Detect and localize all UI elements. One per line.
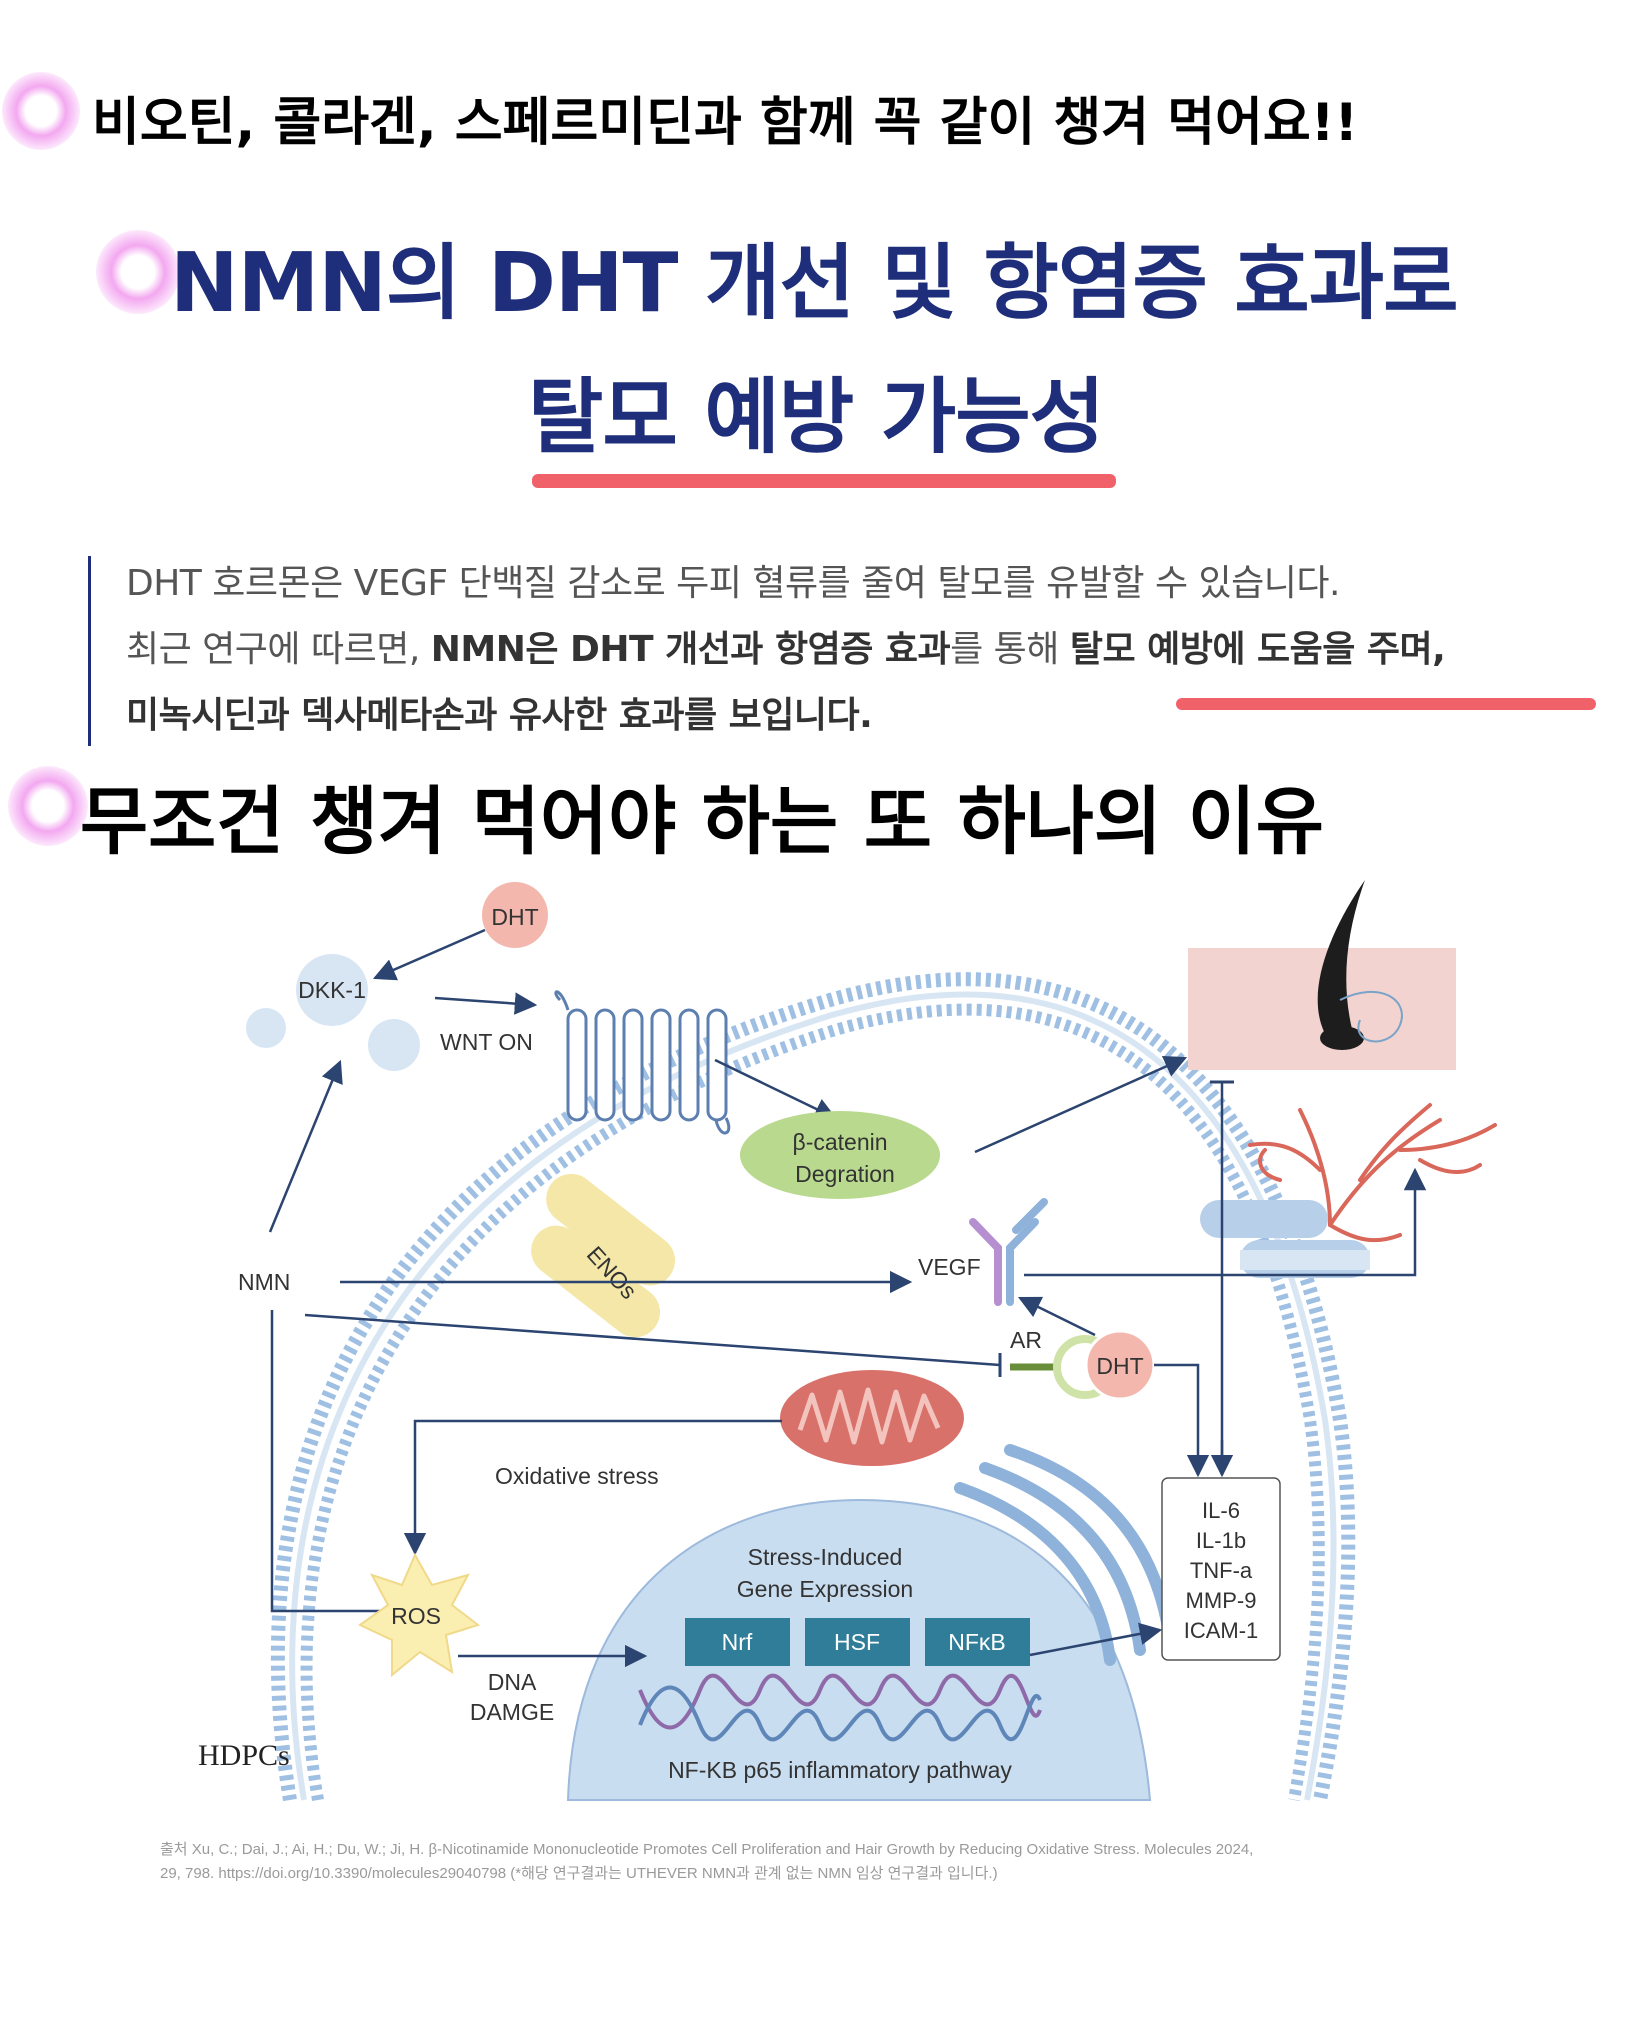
dkk1-circle bbox=[296, 954, 368, 1026]
title-underline bbox=[532, 474, 1116, 488]
beta-catenin-ellipse bbox=[740, 1111, 940, 1199]
stress-induced-label-2: Gene Expression bbox=[737, 1576, 913, 1602]
cytokine-il1b: IL-1b bbox=[1196, 1528, 1246, 1553]
paragraph-line-2-bold-2: 탈모 예방에 도움을 주며, bbox=[1069, 629, 1446, 670]
paragraph-line-2-c: 를 통해 bbox=[950, 629, 1070, 670]
mitochondrion bbox=[780, 1370, 964, 1466]
nrf-box bbox=[685, 1618, 790, 1666]
cytokine-box bbox=[1161, 1477, 1281, 1661]
arrow-dht-to-vegf bbox=[1017, 1296, 1096, 1337]
arrow-wnt-to-receptor bbox=[434, 992, 538, 1015]
dkk1-label: DKK-1 bbox=[298, 977, 366, 1003]
nrf-label: Nrf bbox=[722, 1629, 753, 1655]
vegf-label: VEGF bbox=[918, 1254, 981, 1280]
hdpc-pathway-diagram: DHT DKK-1 WNT ON β-catenin Degration bbox=[198, 880, 1497, 1802]
dkk1-small-circle-1 bbox=[246, 1008, 286, 1048]
paragraph-line-2: 최근 연구에 따르면, NMN은 DHT 개선과 항염증 효과를 통해 탈모 예… bbox=[126, 620, 1446, 672]
ros-star-icon bbox=[358, 1552, 481, 1678]
nfkb-box bbox=[925, 1618, 1030, 1666]
arrow-mito-to-ros bbox=[403, 1419, 782, 1556]
headline-top: 비오틴, 콜라겐, 스페르미딘과 함께 꼭 같이 챙겨 먹어요!! bbox=[92, 93, 1359, 153]
paragraph-underline bbox=[1176, 698, 1596, 710]
arrow-dht-to-dkk1 bbox=[372, 928, 486, 981]
nmn-label: NMN bbox=[238, 1269, 290, 1295]
beta-catenin-label-2: Degration bbox=[795, 1161, 895, 1187]
blood-vessels bbox=[1248, 1103, 1497, 1243]
inhibit-nmn-to-ros bbox=[270, 1310, 390, 1613]
dna-label-2: DAMGE bbox=[470, 1699, 554, 1725]
arrow-vegf-to-vessels bbox=[1024, 1167, 1427, 1277]
dht-top-circle bbox=[482, 882, 548, 948]
nfkb-label: NFκB bbox=[948, 1629, 1006, 1655]
inhibit-nmn-to-ar bbox=[304, 1313, 1001, 1367]
bullet-glow-icon bbox=[2, 72, 80, 150]
mid-bullet-glow-icon bbox=[8, 766, 88, 846]
cytokine-icam1: ICAM-1 bbox=[1184, 1618, 1259, 1643]
hair-strand-icon bbox=[1317, 880, 1365, 1042]
stress-induced-label-1: Stress-Induced bbox=[748, 1544, 903, 1570]
wnt-on-label: WNT ON bbox=[440, 1029, 533, 1055]
ar-label: AR bbox=[1010, 1327, 1042, 1353]
cytokine-tnfa: TNF-a bbox=[1190, 1558, 1253, 1583]
paragraph-line-3-bold: 미녹시딘과 덱사메타손과 유사한 효과를 보입니다. bbox=[126, 695, 873, 736]
paragraph-line-1: DHT 호르몬은 VEGF 단백질 감소로 두피 혈류를 줄여 탈모를 유발할 … bbox=[126, 563, 1340, 604]
dht-top-label: DHT bbox=[491, 904, 538, 930]
paragraph-line-2-a: 최근 연구에 따르면, bbox=[126, 629, 431, 670]
dht-right-label: DHT bbox=[1096, 1353, 1143, 1379]
oxidative-stress-label: Oxidative stress bbox=[495, 1463, 659, 1489]
paragraph-line-3: 미녹시딘과 덱사메타손과 유사한 효과를 보입니다. bbox=[126, 686, 873, 738]
dna-label-1: DNA bbox=[488, 1669, 537, 1695]
beta-catenin-label-1: β-catenin bbox=[792, 1129, 887, 1155]
dna-helix-icon bbox=[638, 1673, 1042, 1742]
arrow-dht-to-cytokines bbox=[1154, 1363, 1210, 1478]
title-line-1: NMN의 DHT 개선 및 항염증 효과로 bbox=[170, 236, 1459, 331]
headline-mid: 무조건 챙겨 먹어야 하는 또 하나의 이유 bbox=[80, 779, 1324, 865]
hsf-label: HSF bbox=[834, 1629, 880, 1655]
cytokine-il6: IL-6 bbox=[1202, 1498, 1240, 1523]
hsf-box bbox=[805, 1618, 910, 1666]
footnote-line-2: 29, 798. https://doi.org/10.3390/molecul… bbox=[160, 1865, 998, 1882]
arrow-receptor-to-catenin bbox=[714, 1058, 838, 1120]
quote-bar bbox=[88, 556, 91, 746]
pathway-label: NF-KB p65 inflammatory pathway bbox=[668, 1757, 1012, 1783]
footnote-line-1: 출처 Xu, C.; Dai, J.; Ai, H.; Du, W.; Ji, … bbox=[160, 1841, 1254, 1858]
arrow-nfkb-to-cytokines bbox=[1029, 1622, 1163, 1657]
arrow-catenin-to-follicle bbox=[974, 1056, 1188, 1154]
hair-bulb bbox=[1320, 1026, 1364, 1050]
arrow-nmn-to-dkk1 bbox=[268, 1059, 343, 1233]
vegf-receptor bbox=[969, 1198, 1048, 1306]
cell-membrane bbox=[270, 972, 1356, 1802]
junction-tubes bbox=[1200, 1200, 1370, 1278]
hdpcs-label: HDPCs bbox=[198, 1739, 290, 1772]
dkk1-small-circle-2 bbox=[368, 1019, 420, 1071]
ros-label: ROS bbox=[391, 1603, 441, 1629]
title-bullet-glow-icon bbox=[96, 230, 180, 314]
cytokine-mmp9: MMP-9 bbox=[1186, 1588, 1257, 1613]
capillary-loop bbox=[1339, 990, 1403, 1043]
title-line-2: 탈모 예방 가능성 bbox=[527, 370, 1105, 465]
frizzled-receptor bbox=[554, 990, 731, 1135]
paragraph-line-2-bold-1: NMN은 DHT 개선과 항염증 효과 bbox=[430, 629, 951, 670]
